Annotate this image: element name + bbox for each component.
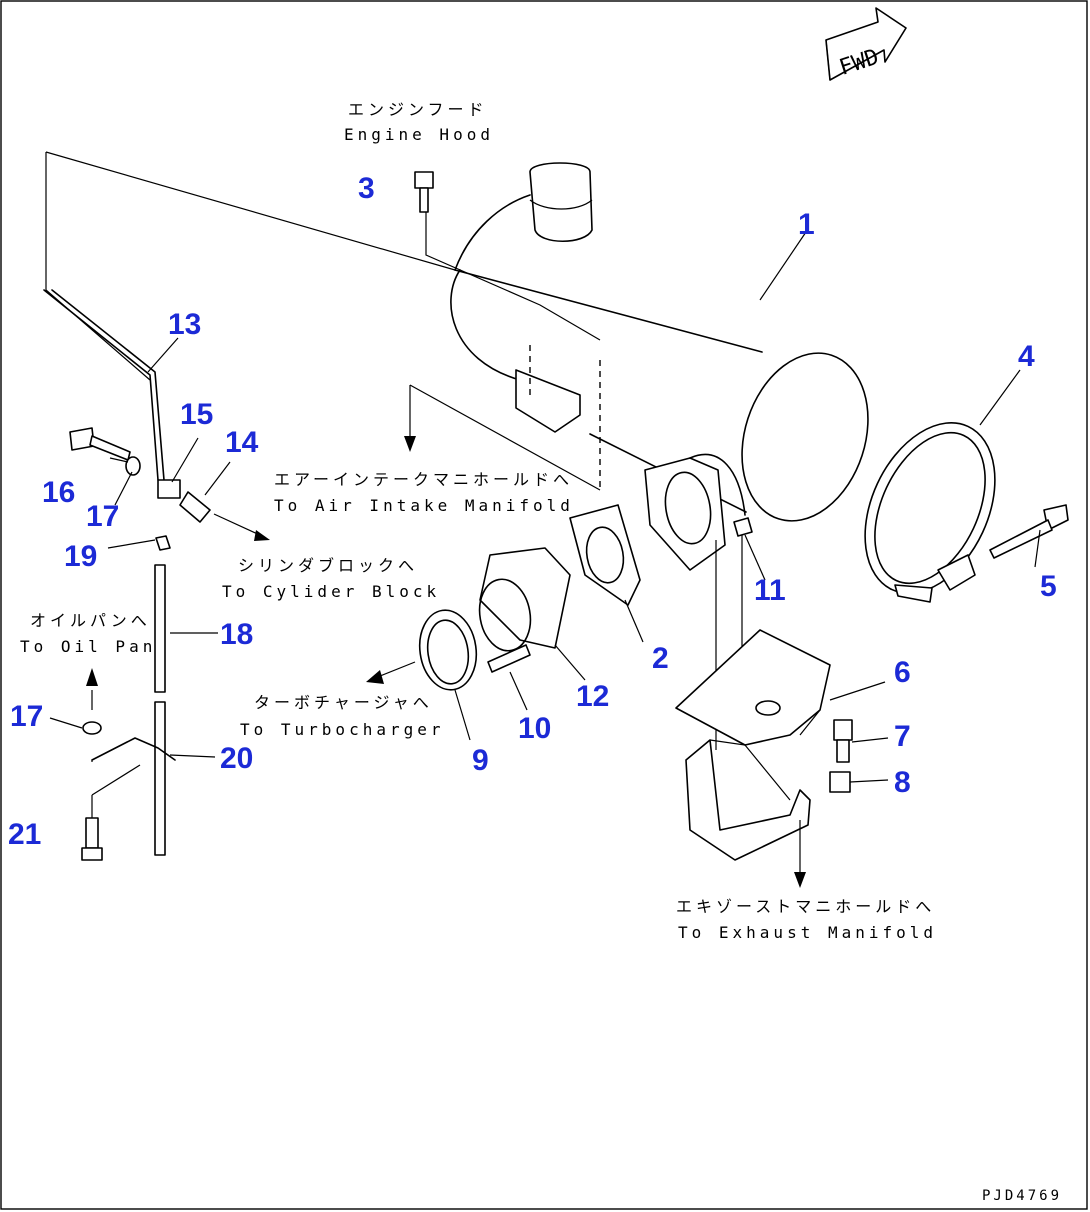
part-12-elbow	[478, 547, 571, 652]
fwd-arrow-icon: FWD	[825, 7, 907, 81]
callout-13: 13	[168, 308, 201, 341]
part-10-bolt	[487, 644, 531, 673]
leader-lines	[49, 231, 1041, 783]
callout-6: 6	[894, 656, 911, 689]
turbo-arrow	[374, 661, 416, 679]
callout-4: 4	[1018, 340, 1035, 373]
part-17-washer-b	[82, 721, 102, 735]
part-2-gasket	[569, 504, 641, 606]
callout-11: 11	[754, 574, 786, 607]
part-17-washer	[125, 456, 141, 476]
callout-18: 18	[220, 618, 253, 651]
callout-15: 15	[180, 398, 213, 431]
drawing-code: PJD4769	[982, 1188, 1062, 1204]
label-air-intake-jp: エアーインテークマニホールドへ	[274, 470, 573, 489]
label-exhaust-jp: エキゾーストマニホールドへ	[676, 897, 935, 916]
callout-9: 9	[472, 744, 489, 777]
label-turbo-jp: ターボチャージャへ	[254, 693, 433, 712]
part-18-tube	[154, 564, 166, 693]
part-11-nut	[733, 517, 753, 537]
part-7-bolt	[833, 719, 853, 763]
part-8-nut	[829, 771, 851, 793]
part-4-band	[864, 422, 996, 603]
label-exhaust-en: To Exhaust Manifold	[678, 923, 937, 942]
callout-5: 5	[1040, 570, 1057, 603]
callout-8: 8	[894, 766, 911, 799]
label-engine-hood-jp: エンジンフード	[348, 100, 488, 119]
callout-1: 1	[798, 208, 815, 241]
callout-7: 7	[894, 720, 911, 753]
air-cleaner-body	[450, 162, 869, 571]
label-turbo-en: To Turbocharger	[240, 720, 445, 739]
part-16-bolt	[69, 427, 95, 451]
callout-3: 3	[358, 172, 375, 205]
label-oil-pan-jp: オイルパンへ	[30, 611, 151, 630]
part-9-ring	[418, 609, 478, 691]
part-15-elbow	[157, 479, 181, 499]
label-cylinder-en: To Cylider Block	[222, 582, 440, 601]
label-cylinder-jp: シリンダブロックへ	[238, 556, 418, 575]
part-21-bolt	[85, 817, 99, 849]
callout-12: 12	[576, 680, 609, 713]
callout-17-lower: 17	[10, 700, 43, 733]
part-19-nut	[155, 535, 171, 551]
callout-16: 16	[42, 476, 75, 509]
callout-19: 19	[64, 540, 97, 573]
label-engine-hood-en: Engine Hood	[344, 125, 494, 144]
callout-2: 2	[652, 642, 669, 675]
callout-17: 17	[86, 500, 119, 533]
part-14-nipple	[179, 491, 211, 523]
part-13-pipe	[45, 152, 151, 381]
callout-10: 10	[518, 712, 551, 745]
callout-14: 14	[225, 426, 259, 459]
part-5-bolt	[989, 504, 1069, 559]
part-6-bracket	[675, 535, 831, 861]
label-air-intake-en: To Air Intake Manifold	[274, 496, 574, 515]
label-oil-pan-en: To Oil Pan	[20, 637, 156, 656]
callout-20: 20	[220, 742, 253, 775]
callout-21: 21	[8, 818, 41, 851]
part-3-bolt	[414, 171, 601, 341]
part-13-tube	[43, 289, 165, 481]
